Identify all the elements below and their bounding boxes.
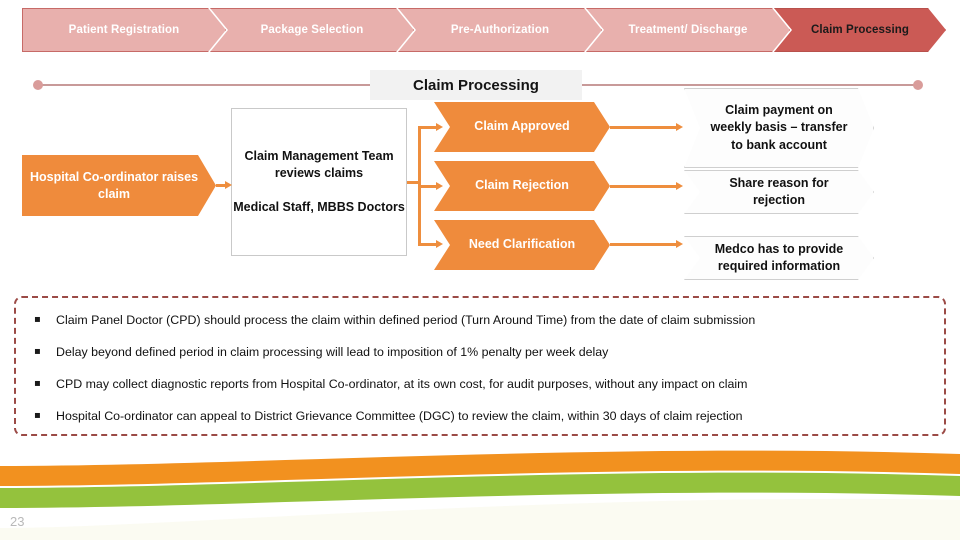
process-step-treatment-discharge[interactable]: Treatment/ Discharge (586, 8, 790, 52)
connector-arrow-outcome-2 (436, 240, 443, 248)
process-step-label: Treatment/ Discharge (628, 23, 748, 36)
flow-outcome-need-clarification[interactable]: Need Clarification (434, 220, 610, 270)
note-item: ▪ Claim Panel Doctor (CPD) should proces… (34, 310, 926, 333)
flow-result-label: Medco has to provide required informatio… (714, 241, 844, 273)
process-step-claim-processing[interactable]: Claim Processing (774, 8, 946, 52)
note-item: ▪ Delay beyond defined period in claim p… (34, 342, 926, 365)
flow-outcome-label: Claim Approved (474, 119, 570, 134)
flow-review-box-line2: Medical Staff, MBBS Doctors (233, 200, 405, 215)
bullet-icon: ▪ (34, 346, 41, 357)
connector-outcome-1-to-result-1 (610, 185, 678, 188)
connector-outcome-2-to-result-2 (610, 243, 678, 246)
connector-start-to-review (216, 184, 226, 187)
connector-arrow-start-to-review (225, 181, 232, 189)
connector-review-to-bus (407, 181, 421, 184)
process-step-pre-authorization[interactable]: Pre-Authorization (398, 8, 602, 52)
note-item: ▪ CPD may collect diagnostic reports fro… (34, 374, 926, 397)
connector-arrow-outcome-0 (436, 123, 443, 131)
rule-endpoint-dot-left (33, 80, 43, 90)
process-step-label: Claim Processing (810, 23, 910, 36)
flow-outcome-label: Claim Rejection (475, 178, 569, 193)
note-text: Claim Panel Doctor (CPD) should process … (56, 313, 756, 327)
note-text: Delay beyond defined period in claim pro… (56, 345, 609, 359)
bullet-icon: ▪ (34, 314, 41, 325)
footer-decoration (0, 450, 960, 540)
flow-result-claim-payment[interactable]: Claim payment on weekly basis – transfer… (684, 88, 874, 168)
process-step-label: Pre-Authorization (450, 23, 550, 36)
connector-bus-to-outcome-1 (418, 185, 438, 188)
flow-result-medco-information[interactable]: Medco has to provide required informatio… (684, 236, 874, 280)
flow-start-node-hospital-coordinator[interactable]: Hospital Co-ordinator raises claim (22, 155, 216, 216)
bullet-icon: ▪ (34, 410, 41, 421)
process-step-label: Patient Registration (68, 23, 180, 36)
flow-result-share-reason[interactable]: Share reason for rejection (684, 170, 874, 214)
flow-outcome-label: Need Clarification (468, 237, 576, 252)
process-step-bar: Patient Registration Package Selection P… (22, 8, 946, 52)
connector-outcome-0-to-result-0 (610, 126, 678, 129)
page-title: Claim Processing (370, 70, 582, 100)
flow-review-box[interactable]: Claim Management Team reviews claims Med… (231, 108, 407, 256)
connector-arrow-result-0 (676, 123, 683, 131)
flow-outcome-claim-rejection[interactable]: Claim Rejection (434, 161, 610, 211)
notes-panel: ▪ Claim Panel Doctor (CPD) should proces… (14, 296, 946, 436)
note-item: ▪ Hospital Co-ordinator can appeal to Di… (34, 406, 926, 429)
flow-result-label: Claim payment on weekly basis – transfer… (710, 103, 848, 152)
flow-start-node-label: Hospital Co-ordinator raises claim (29, 169, 199, 201)
connector-arrow-result-2 (676, 240, 683, 248)
note-text: CPD may collect diagnostic reports from … (56, 377, 748, 391)
process-step-patient-registration[interactable]: Patient Registration (22, 8, 226, 52)
connector-arrow-result-1 (676, 182, 683, 190)
connector-bus-to-outcome-2 (418, 243, 438, 246)
rule-endpoint-dot-right (913, 80, 923, 90)
page-number: 23 (10, 514, 25, 529)
flow-outcome-claim-approved[interactable]: Claim Approved (434, 102, 610, 152)
process-step-label: Package Selection (260, 23, 364, 36)
note-text: Hospital Co-ordinator can appeal to Dist… (56, 409, 743, 423)
connector-arrow-outcome-1 (436, 182, 443, 190)
process-step-package-selection[interactable]: Package Selection (210, 8, 414, 52)
connector-bus-to-outcome-0 (418, 126, 438, 129)
bullet-icon: ▪ (34, 378, 41, 389)
flow-result-label: Share reason for rejection (729, 175, 829, 207)
flow-review-box-line1: Claim Management Team reviews claims (244, 148, 394, 180)
